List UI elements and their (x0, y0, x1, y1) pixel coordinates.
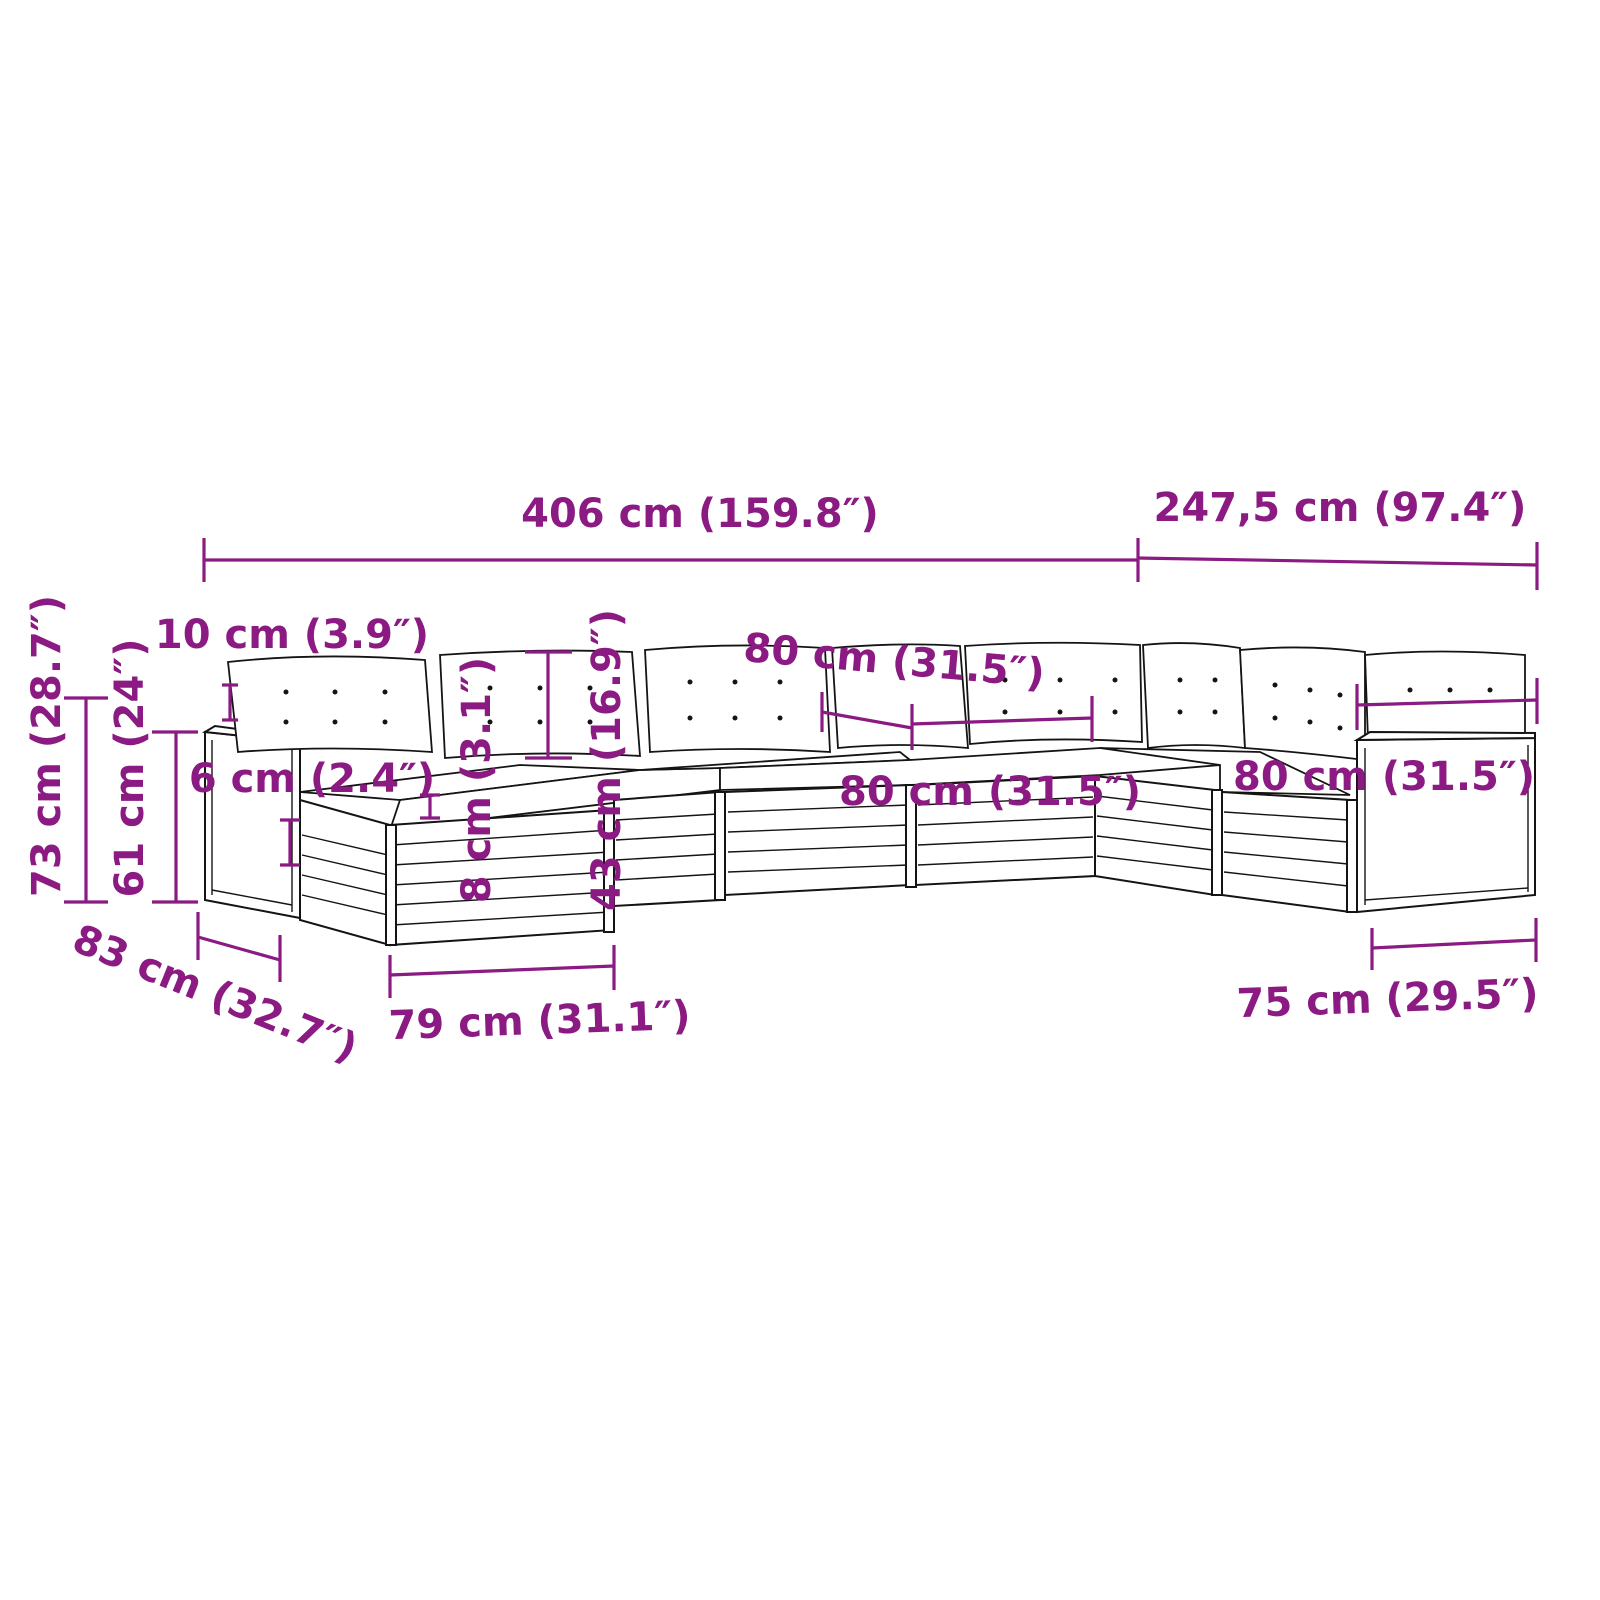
label-back-cushion-thickness: 8 cm (3.1″) (454, 657, 500, 903)
seat-module-corner (1094, 774, 1223, 897)
label-armrest-thickness: 6 cm (2.4″) (189, 756, 435, 802)
seat-cushions (299, 747, 1351, 832)
sofa-set-illustration (201, 641, 1536, 947)
dim-line-247 (1137, 542, 1539, 590)
back-cushion-1 (227, 655, 433, 753)
dimension-labels: 406 cm (159.8″) 247,5 cm (97.4″) 10 cm (… (24, 485, 1539, 1072)
dim-line-43 (525, 650, 572, 760)
label-back-cushion-height: 43 cm (16.9″) (584, 609, 630, 911)
seat-module-right (1221, 790, 1358, 914)
dim-line-61 (152, 730, 198, 904)
label-module-width-right: 80 cm (31.5″) (1233, 754, 1535, 800)
dim-line-83 (196, 912, 282, 982)
label-module-width-front: 79 cm (31.1″) (388, 993, 691, 1050)
dimension-lines (64, 538, 1539, 998)
dim-line-73 (64, 696, 108, 904)
label-corner-depth: 75 cm (29.5″) (1236, 971, 1539, 1028)
back-cushion-3 (644, 644, 831, 753)
label-depth: 83 cm (32.7″) (66, 916, 363, 1072)
label-armrest-width: 10 cm (3.9″) (155, 612, 429, 658)
seat-module-front-1 (299, 798, 615, 947)
label-total-height: 73 cm (28.7″) (24, 595, 70, 897)
seat-module-front-4 (915, 774, 1096, 887)
dim-line-79 (388, 945, 616, 998)
back-cushion-6 (1239, 646, 1366, 762)
seat-module-front-2 (613, 790, 726, 908)
right-armrest-panel (1353, 730, 1536, 914)
label-backrest-height: 61 cm (24″) (107, 638, 153, 897)
label-module-width-mid: 80 cm (31.5″) (839, 769, 1141, 815)
back-cushion-2 (439, 649, 641, 759)
dim-line-6 (280, 818, 300, 867)
dim-line-75 (1370, 918, 1538, 970)
dim-line-406 (202, 538, 1140, 582)
dim-line-80-right (1355, 678, 1539, 730)
label-side-length: 247,5 cm (97.4″) (1154, 485, 1527, 531)
back-cushion-corner (1142, 642, 1246, 750)
dim-line-8 (420, 793, 440, 820)
label-total-length: 406 cm (159.8″) (521, 491, 879, 537)
seat-module-front-3 (724, 783, 917, 897)
back-cushion-7 (1364, 650, 1526, 741)
back-cushion-5 (964, 641, 1143, 745)
dim-line-80-top (820, 692, 1094, 750)
dim-line-10 (222, 683, 238, 722)
